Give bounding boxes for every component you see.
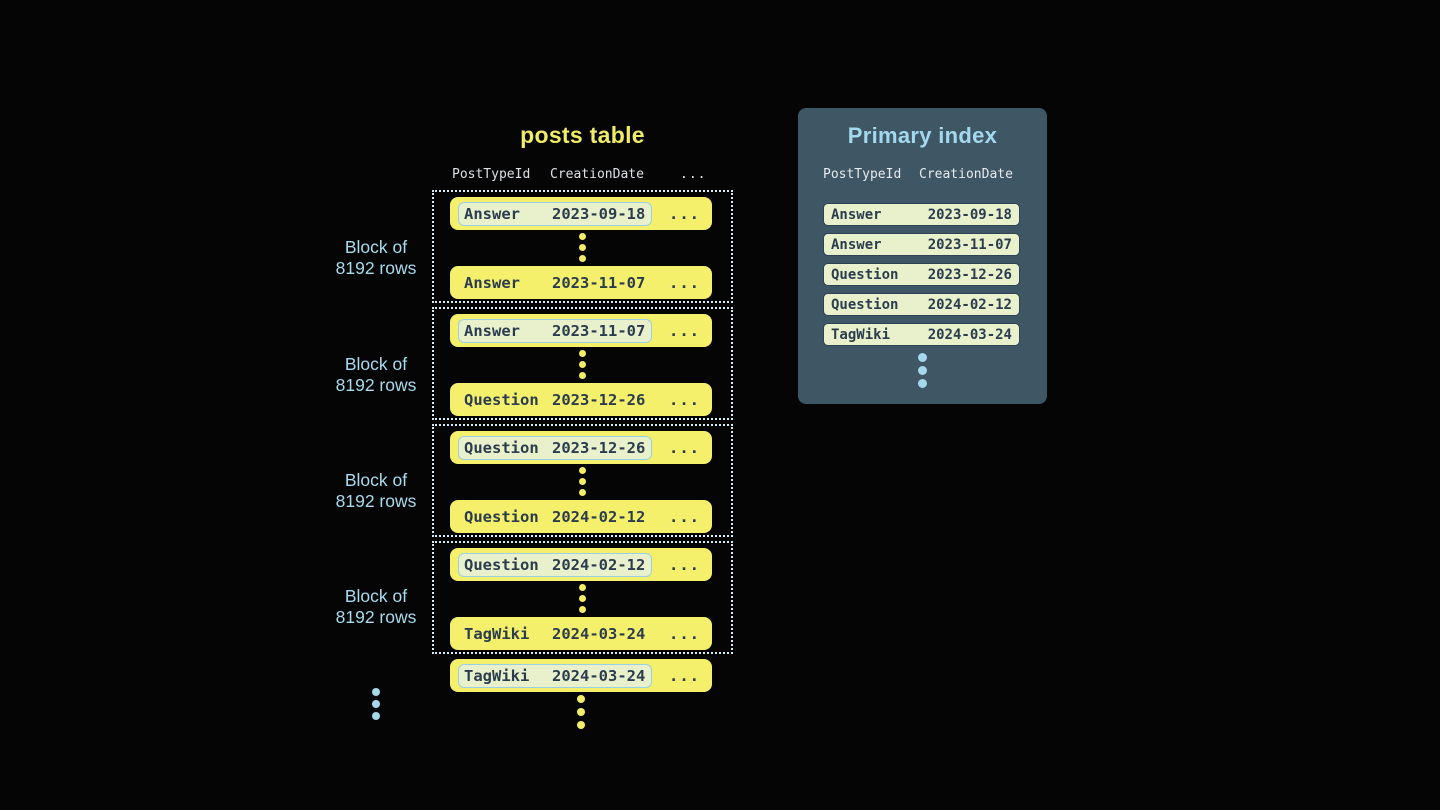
posts-header-posttypeid: PostTypeId [452, 167, 531, 182]
index-header-creationdate: CreationDate [919, 167, 1013, 182]
index-highlight-box: Question 2023-12-26 [458, 435, 653, 460]
cell-creationdate: 2023-11-07 [552, 273, 646, 292]
primary-index-title: Primary index [847, 123, 998, 148]
index-row: Answer 2023-11-07 [823, 233, 1020, 256]
index-highlight-box: Question 2024-02-12 [458, 552, 653, 577]
block-label-line1: Block of [344, 354, 408, 374]
block-label-line2: 8192 rows [335, 258, 417, 278]
cell-posttypeid: Question [464, 507, 539, 526]
index-row: TagWiki 2024-03-24 [823, 323, 1020, 346]
block-label-line2: 8192 rows [335, 375, 417, 395]
cell-posttypeid: Question [831, 266, 899, 283]
row-ellipsis: ... [669, 666, 700, 685]
vertical-dots-icon [798, 353, 1047, 388]
table-block-3: Question 2023-12-26 ... Question 2024-02… [432, 424, 733, 537]
block-label-line2: 8192 rows [335, 607, 417, 627]
cell-creationdate: 2024-03-24 [552, 624, 646, 643]
posts-header-ellipsis: ... [680, 167, 707, 182]
block-label-line2: 8192 rows [335, 491, 417, 511]
cell-posttypeid: Question [464, 555, 539, 574]
cell-creationdate: 2023-11-07 [552, 321, 646, 340]
cell-posttypeid: TagWiki [464, 666, 530, 685]
vertical-dots-icon [362, 688, 390, 720]
cell-creationdate: 2023-12-26 [552, 438, 646, 457]
cell-posttypeid: Question [831, 296, 899, 313]
block-label-line1: Block of [344, 470, 408, 490]
table-row-overflow: TagWiki 2024-03-24 ... [450, 659, 712, 692]
cell-posttypeid: TagWiki [831, 326, 891, 343]
table-row: Question 2024-02-12 ... [450, 548, 712, 581]
primary-index-panel: Primary index PostTypeId CreationDate An… [798, 108, 1047, 404]
cell-creationdate: 2023-12-26 [552, 390, 646, 409]
row-cells: Question 2024-02-12 [458, 505, 652, 529]
row-ellipsis: ... [669, 390, 700, 409]
block-label-line1: Block of [344, 237, 408, 257]
table-row: Question 2024-02-12 ... [450, 500, 712, 533]
row-ellipsis: ... [669, 273, 700, 292]
row-ellipsis: ... [669, 507, 700, 526]
block-label-3: Block of 8192 rows [310, 470, 442, 512]
cell-posttypeid: TagWiki [464, 624, 530, 643]
vertical-dots-icon [434, 584, 731, 613]
cell-creationdate: 2023-09-18 [552, 204, 646, 223]
posts-table-header: PostTypeId CreationDate ... [432, 167, 733, 185]
table-row: Answer 2023-11-07 ... [450, 266, 712, 299]
table-block-1: Answer 2023-09-18 ... Answer 2023-11-07 … [432, 190, 733, 303]
cell-creationdate: 2024-03-24 [552, 666, 646, 685]
row-ellipsis: ... [669, 555, 700, 574]
index-highlight-box: TagWiki 2024-03-24 [458, 663, 653, 688]
row-cells: Answer 2023-11-07 [458, 271, 652, 295]
index-row: Answer 2023-09-18 [823, 203, 1020, 226]
cell-creationdate: 2023-11-07 [927, 236, 1012, 253]
cell-posttypeid: Answer [831, 236, 882, 253]
table-block-4: Question 2024-02-12 ... TagWiki 2024-03-… [432, 541, 733, 654]
cell-creationdate: 2024-03-24 [927, 326, 1012, 343]
index-row: Question 2024-02-12 [823, 293, 1020, 316]
primary-index-header: PostTypeId CreationDate [798, 167, 1047, 183]
table-row: Question 2023-12-26 ... [450, 431, 712, 464]
vertical-dots-icon [434, 233, 731, 262]
table-row: Answer 2023-11-07 ... [450, 314, 712, 347]
index-highlight-box: Answer 2023-09-18 [458, 201, 653, 226]
cell-creationdate: 2024-02-12 [927, 296, 1012, 313]
cell-posttypeid: Answer [464, 273, 520, 292]
vertical-dots-icon [434, 467, 731, 496]
vertical-dots-icon [434, 350, 731, 379]
table-row: Question 2023-12-26 ... [450, 383, 712, 416]
index-highlight-box: Answer 2023-11-07 [458, 318, 653, 343]
row-cells: TagWiki 2024-03-24 [458, 622, 652, 646]
cell-posttypeid: Question [464, 390, 539, 409]
index-row: Question 2023-12-26 [823, 263, 1020, 286]
table-row: TagWiki 2024-03-24 ... [450, 617, 712, 650]
cell-creationdate: 2023-12-26 [927, 266, 1012, 283]
row-ellipsis: ... [669, 624, 700, 643]
row-cells: Question 2023-12-26 [458, 388, 652, 412]
block-label-line1: Block of [344, 586, 408, 606]
posts-table-title: posts table [520, 122, 645, 148]
table-row: Answer 2023-09-18 ... [450, 197, 712, 230]
table-block-2: Answer 2023-11-07 ... Question 2023-12-2… [432, 307, 733, 420]
block-label-1: Block of 8192 rows [310, 237, 442, 279]
posts-header-creationdate: CreationDate [550, 167, 644, 182]
cell-creationdate: 2024-02-12 [552, 507, 646, 526]
block-label-2: Block of 8192 rows [310, 354, 442, 396]
row-ellipsis: ... [669, 204, 700, 223]
row-ellipsis: ... [669, 438, 700, 457]
index-header-posttypeid: PostTypeId [823, 167, 902, 182]
cell-creationdate: 2023-09-18 [927, 206, 1012, 223]
cell-posttypeid: Answer [464, 204, 520, 223]
cell-posttypeid: Answer [831, 206, 882, 223]
cell-creationdate: 2024-02-12 [552, 555, 646, 574]
cell-posttypeid: Question [464, 438, 539, 457]
block-label-4: Block of 8192 rows [310, 586, 442, 628]
vertical-dots-icon [567, 695, 595, 729]
cell-posttypeid: Answer [464, 321, 520, 340]
row-ellipsis: ... [669, 321, 700, 340]
